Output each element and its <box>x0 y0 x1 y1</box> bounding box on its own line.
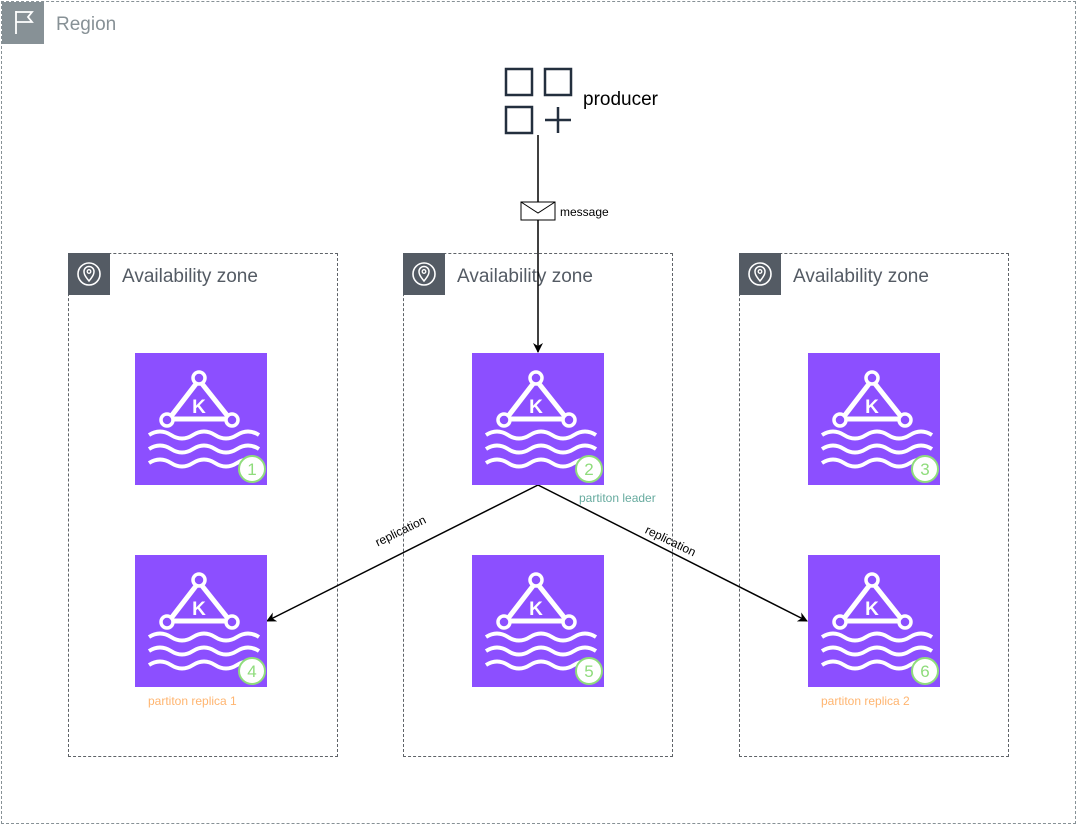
kafka-broker-6: K 6 <box>808 555 940 687</box>
region-label: Region <box>56 14 117 35</box>
svg-text:K: K <box>529 599 543 620</box>
svg-text:K: K <box>865 599 879 620</box>
svg-text:K: K <box>865 397 879 418</box>
availability-zone-label: Availability zone <box>122 266 258 287</box>
kafka-stream-icon: K <box>820 370 934 469</box>
partition-replica-2-label: partiton replica 2 <box>821 694 910 708</box>
producer-label: producer <box>583 89 658 110</box>
location-pin-icon <box>403 253 445 295</box>
availability-zone-label: Availability zone <box>457 266 593 287</box>
svg-text:K: K <box>192 599 206 620</box>
svg-text:K: K <box>192 397 206 418</box>
broker-number-badge: 1 <box>238 455 266 483</box>
partition-leader-label: partiton leader <box>579 491 656 505</box>
kafka-broker-3: K 3 <box>808 353 940 485</box>
kafka-stream-icon: K <box>147 370 261 469</box>
broker-number-badge: 2 <box>575 455 603 483</box>
kafka-broker-2: K 2 <box>472 353 604 485</box>
broker-number-badge: 3 <box>911 455 939 483</box>
broker-number-badge: 6 <box>911 657 939 685</box>
broker-number-badge: 5 <box>575 657 603 685</box>
kafka-broker-4: K 4 <box>135 555 267 687</box>
location-pin-icon <box>68 253 110 295</box>
broker-number-badge: 4 <box>238 657 266 685</box>
svg-text:K: K <box>529 397 543 418</box>
kafka-broker-5: K 5 <box>472 555 604 687</box>
partition-replica-1-label: partiton replica 1 <box>148 694 237 708</box>
availability-zone-label: Availability zone <box>793 266 929 287</box>
message-label: message <box>560 205 609 219</box>
kafka-broker-1: K 1 <box>135 353 267 485</box>
flag-icon <box>2 2 44 44</box>
location-pin-icon <box>739 253 781 295</box>
